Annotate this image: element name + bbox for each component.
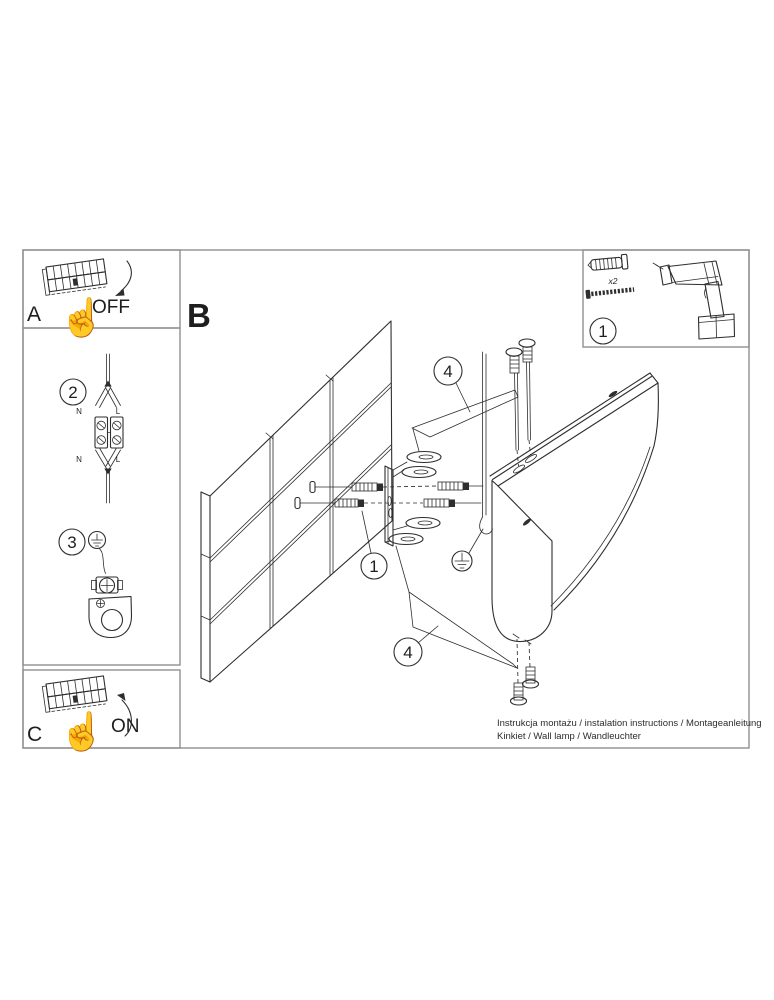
ground-clamp: [91, 576, 123, 594]
box-kit-border: [582, 249, 750, 348]
terminal-block: [94, 416, 124, 449]
footer-line-2: Kinkiet / Wall lamp / Wandleuchter: [497, 731, 641, 742]
off-label: OFF: [92, 297, 130, 318]
footer: Instrukcja montażu / instalation instruc…: [497, 718, 762, 742]
callout-1-number: 1: [369, 557, 378, 576]
callout-4-bottom-number: 4: [403, 643, 412, 662]
arrow-up-icon: [117, 693, 132, 737]
breaker-panel-icon: [41, 258, 108, 296]
step-3-ground-terminal: 3: [58, 528, 133, 639]
callout-circle-2: [59, 378, 87, 406]
wire-label-n-top: N: [76, 407, 82, 416]
mounting-bracket: [384, 450, 442, 547]
wire-label-n-bottom: N: [76, 455, 82, 464]
wall-screws-left: [294, 480, 438, 510]
callout-4-top-number: 4: [443, 362, 452, 381]
ground-symbol: [451, 528, 484, 572]
wire-label-l-bottom: L: [116, 455, 121, 464]
ground-wire: [101, 551, 106, 574]
footer-line-1: Instrukcja montażu / instalation instruc…: [497, 718, 762, 729]
wall: [200, 320, 393, 683]
hanging-cable: [479, 351, 493, 535]
breaker-panel-icon: [41, 675, 108, 713]
lamp-screws-bottom: [509, 638, 540, 706]
hand-icon: ☝: [59, 709, 105, 754]
callout-4-bottom: 4: [393, 625, 439, 667]
kit-box: x2 1: [585, 253, 736, 345]
page-frame: [22, 249, 750, 749]
box-a-label: A: [27, 303, 41, 326]
box-c-label: C: [27, 723, 42, 746]
arrow-down-icon: [115, 260, 132, 296]
section-b-label: B: [187, 297, 211, 334]
hand-icon: ☝: [59, 295, 105, 340]
screw-icon: [585, 287, 635, 299]
lamp-body: [479, 351, 659, 645]
mounting-plate: [88, 595, 133, 639]
wire-label-l-top: L: [116, 407, 121, 416]
ground-screw-icon: [87, 530, 107, 552]
callout-2-number: 2: [68, 383, 77, 402]
kit-number: 1: [598, 322, 607, 341]
panel-c-power-on: ☝ ON C: [27, 675, 140, 754]
kit-quantity: x2: [608, 276, 618, 286]
on-label: ON: [111, 716, 140, 737]
mounting-arms: [395, 389, 519, 669]
callout-circle-3: [58, 528, 86, 556]
wall-plugs-right: [423, 481, 484, 508]
wires: [95, 353, 121, 504]
callout-3-number: 3: [67, 533, 76, 552]
callout-1-bracket: 1: [360, 510, 388, 580]
callout-circle-kit-1: [589, 317, 617, 345]
lamp-screws-top: [505, 338, 536, 467]
drill-icon: [652, 260, 736, 340]
box-left-middle-border: [22, 327, 181, 666]
box-c-border: [22, 669, 181, 749]
panel-a-power-off: ☝ OFF A: [27, 258, 132, 340]
step-2-terminal-block: 2 N L N L: [59, 353, 124, 504]
callout-4-top: 4: [433, 356, 471, 413]
wall-plug-icon: [587, 253, 629, 271]
